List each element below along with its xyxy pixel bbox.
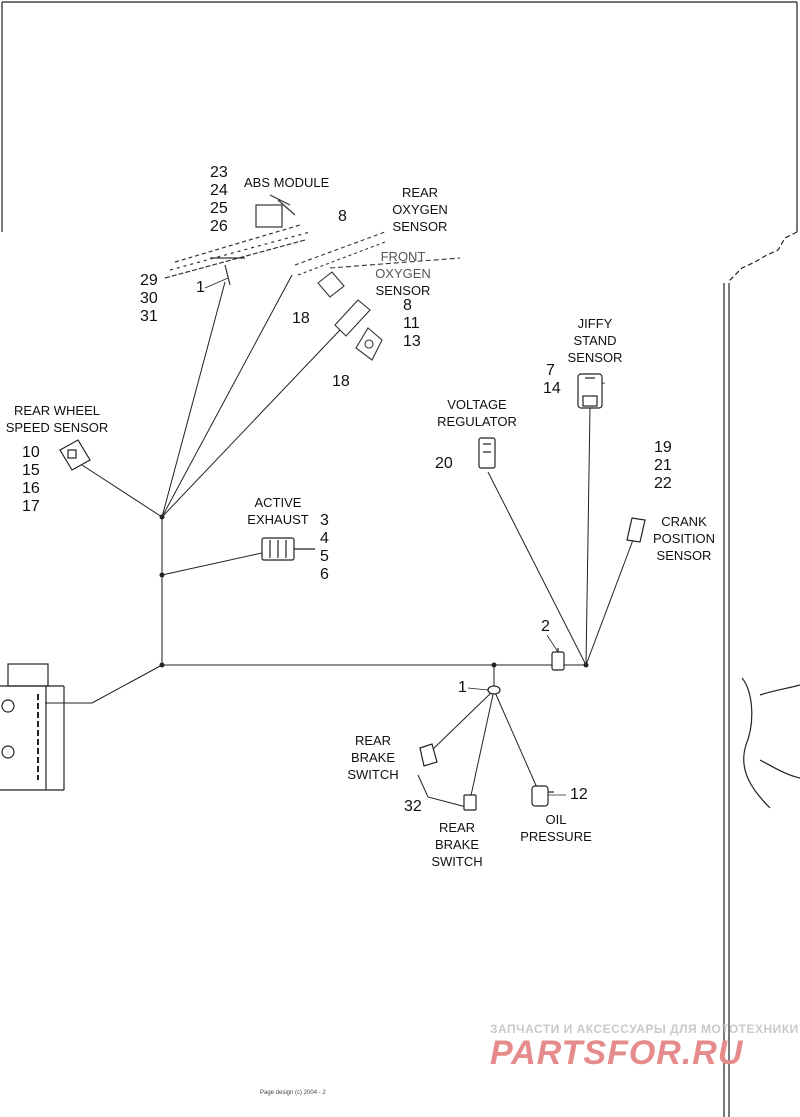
callout-number: 21	[654, 457, 672, 474]
label-line: REAR	[401, 185, 439, 200]
callout-number: 16	[22, 480, 40, 497]
callout-number: 4	[320, 530, 329, 547]
callout-number: 17	[22, 498, 40, 515]
label-line: ACTIVE	[254, 495, 302, 510]
label-line: OXYGEN	[375, 266, 431, 281]
callout-harness-main-1: 1	[196, 279, 205, 296]
callout-voltage-reg-part: 20	[435, 455, 453, 472]
label-line: FRONT	[380, 249, 426, 264]
label-line: JIFFY	[577, 316, 613, 331]
callout-number: 13	[403, 333, 421, 350]
label-line: SENSOR	[656, 548, 712, 563]
callout-number: 11	[403, 315, 420, 332]
label-abs-module: ABS MODULE	[244, 174, 329, 191]
callout-oil-pressure-part: 12	[570, 786, 588, 803]
callout-front-oxygen-18: 18	[332, 373, 350, 390]
label-front-oxygen-sensor: FRONT OXYGEN SENSOR	[372, 248, 434, 299]
connector-2	[551, 648, 565, 671]
callout-number: 15	[22, 462, 40, 479]
label-line: SWITCH	[431, 854, 483, 869]
label-crank-position-sensor: CRANK POSITION SENSOR	[648, 513, 720, 564]
frame-bracket	[0, 663, 65, 791]
callout-abs-lower-parts: 29 30 31	[140, 272, 158, 326]
watermark-brand-logo: PARTSFOR.RU	[490, 1034, 744, 1072]
label-line: EXHAUST	[247, 512, 309, 527]
side-bracket	[741, 677, 800, 809]
label-line: SENSOR	[392, 219, 448, 234]
crank-sensor-connector	[626, 517, 646, 543]
label-line: SPEED SENSOR	[5, 420, 109, 435]
callout-harness-junction-1: 1	[458, 679, 467, 696]
callout-number: 6	[320, 566, 329, 583]
rear-brake-switch-connectors	[419, 743, 477, 811]
label-line: REGULATOR	[437, 414, 517, 429]
label-line: REAR	[354, 733, 392, 748]
rear-oxygen-harness-drawing	[294, 231, 461, 298]
junction-dots	[159, 514, 589, 668]
callout-wheel-speed-parts: 10 15 16 17	[22, 444, 40, 516]
callout-number: 19	[654, 439, 672, 456]
label-line: SWITCH	[347, 767, 399, 782]
label-oil-pressure: OIL PRESSURE	[514, 811, 598, 845]
callout-number: 7	[546, 362, 555, 379]
label-line: POSITION	[652, 531, 716, 546]
label-rear-brake-switch-left: REAR BRAKE SWITCH	[342, 732, 404, 783]
label-line: PRESSURE	[520, 829, 592, 844]
label-line: REAR WHEEL	[14, 403, 100, 418]
callout-active-exhaust-parts: 3 4 5 6	[320, 512, 329, 584]
callout-jiffy-parts: 7 14	[543, 362, 561, 398]
active-exhaust-connector	[261, 537, 315, 561]
callout-number: 3	[320, 512, 329, 529]
label-jiffy-stand-sensor: JIFFY STAND SENSOR	[562, 315, 628, 366]
callout-rear-oxygen-8: 8	[338, 208, 347, 225]
callout-leaders	[204, 277, 606, 796]
callout-number: 23	[210, 164, 228, 181]
label-abs-module-line: ABS MODULE	[244, 175, 330, 190]
callout-number: 29	[140, 272, 158, 289]
label-line: VOLTAGE	[447, 397, 507, 412]
jiffy-stand-connector	[577, 373, 603, 409]
label-rear-oxygen-sensor: REAR OXYGEN SENSOR	[390, 184, 450, 235]
callout-number: 31	[140, 308, 158, 325]
callout-number: 25	[210, 200, 228, 217]
wheel-speed-connector	[59, 439, 91, 471]
callout-number: 30	[140, 290, 158, 307]
callout-number: 26	[210, 218, 228, 235]
label-active-exhaust: ACTIVE EXHAUST	[244, 494, 312, 528]
label-line: SENSOR	[567, 350, 623, 365]
callout-crank-parts: 19 21 22	[654, 439, 672, 493]
callout-number: 5	[320, 548, 329, 565]
abs-module-drawing	[164, 194, 311, 286]
label-line: SENSOR	[375, 283, 431, 298]
callout-connector-2: 2	[541, 618, 550, 635]
front-oxygen-connectors	[334, 299, 383, 361]
oil-pressure-sender	[531, 785, 554, 807]
callout-number: 22	[654, 475, 672, 492]
label-line: STAND	[573, 333, 617, 348]
callout-number: 8	[403, 297, 412, 314]
callout-number: 10	[22, 444, 40, 461]
callout-number: 14	[543, 380, 561, 397]
watermark-tagline: ЗАПЧАСТИ И АКСЕССУАРЫ ДЛЯ МОТОТЕХНИКИ	[490, 1022, 799, 1036]
label-line: REAR	[438, 820, 476, 835]
callout-abs-module-parts: 23 24 25 26	[210, 164, 228, 236]
label-line: CRANK	[661, 514, 707, 529]
callout-front-oxygen-parts: 8 11 13	[403, 297, 421, 351]
label-line: OIL	[545, 812, 567, 827]
callout-rear-oxygen-18: 18	[292, 310, 310, 327]
label-line: BRAKE	[434, 837, 480, 852]
harness-junction-clip	[487, 685, 501, 695]
label-rear-brake-switch-right: REAR BRAKE SWITCH	[426, 819, 488, 870]
label-rear-wheel-speed-sensor: REAR WHEEL SPEED SENSOR	[2, 402, 112, 436]
label-line: BRAKE	[350, 750, 396, 765]
callout-number: 24	[210, 182, 228, 199]
label-line: OXYGEN	[392, 202, 448, 217]
voltage-regulator-connector	[478, 437, 496, 469]
label-voltage-regulator: VOLTAGE REGULATOR	[430, 396, 524, 430]
page-footer: Page design (c) 2004 - 2	[260, 1090, 326, 1096]
harness-wires	[45, 274, 634, 809]
callout-brake-switch-part: 32	[404, 798, 422, 815]
